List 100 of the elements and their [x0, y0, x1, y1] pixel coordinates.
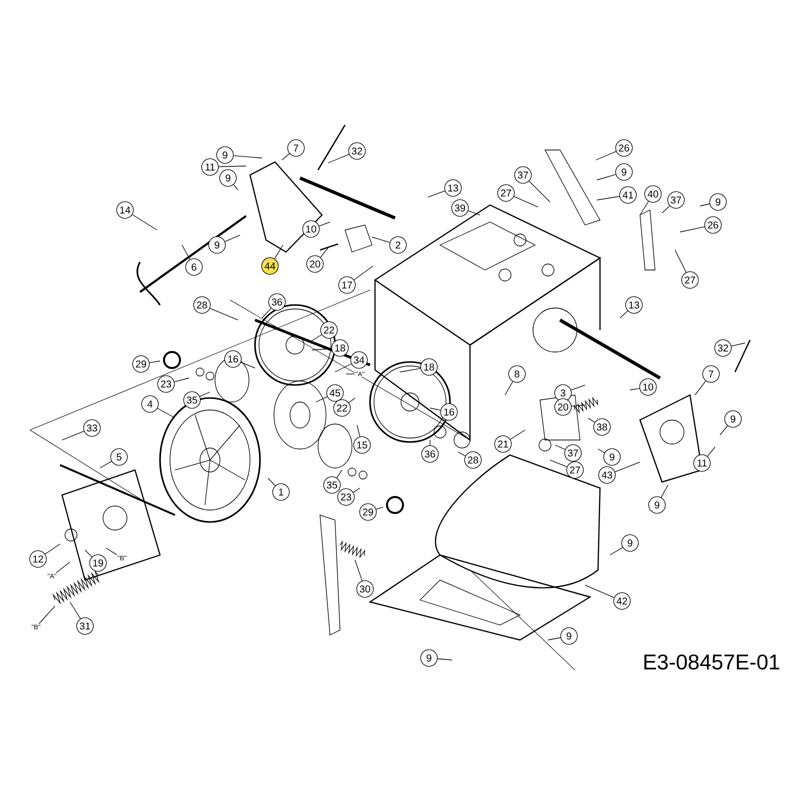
callout-number: 35 — [183, 391, 201, 409]
callout-number: 27 — [566, 461, 584, 479]
leader-line — [700, 204, 710, 206]
leader-line — [316, 396, 328, 402]
callout-number: 15 — [353, 436, 371, 454]
leader-line — [224, 234, 240, 242]
leader-line — [376, 506, 384, 510]
leader-line — [504, 381, 514, 396]
callout-number: 28 — [193, 296, 211, 314]
callout-number: 32 — [714, 339, 732, 357]
callout-number: 23 — [337, 488, 355, 506]
leader-line — [106, 548, 118, 556]
callout-number: 43 — [598, 466, 616, 484]
leader-line — [132, 214, 158, 230]
callout-number: 41 — [619, 186, 637, 204]
leader-line — [514, 196, 538, 208]
callout-number: 16 — [440, 403, 458, 421]
leader-line — [640, 201, 649, 216]
callout-number: 14 — [116, 201, 134, 219]
leader-line — [70, 602, 81, 619]
callout-number: 20 — [306, 255, 324, 273]
leader-line — [328, 154, 350, 164]
callout-number: 33 — [83, 419, 101, 437]
leader-line — [44, 544, 60, 554]
callout-number: 21 — [494, 435, 512, 453]
callout-number: 9 — [219, 169, 237, 187]
callout-number: 37 — [564, 444, 582, 462]
leader-line — [262, 308, 272, 318]
callout-number: 2 — [389, 236, 407, 254]
callout-number: 22 — [333, 399, 351, 417]
callout-number: 31 — [76, 617, 94, 635]
leader-line — [56, 562, 70, 574]
leader-line — [428, 190, 446, 198]
callout-number: 4 — [141, 395, 159, 413]
callout-number: 9 — [420, 649, 438, 667]
leader-line — [662, 206, 670, 214]
callout-number: 42 — [613, 592, 631, 610]
leader-line — [312, 348, 332, 350]
callout-number: 9 — [208, 236, 226, 254]
callout-number: 9 — [560, 627, 578, 645]
callout-number: 9 — [709, 193, 727, 211]
leader-line — [680, 226, 705, 232]
leader-line — [660, 484, 668, 498]
callout-number: 32 — [348, 142, 366, 160]
leader-line — [510, 430, 526, 440]
leader-line — [707, 446, 716, 457]
leader-line — [528, 180, 550, 202]
leader-line — [268, 478, 276, 486]
leader-line — [210, 308, 238, 320]
callout-number: 44 — [261, 257, 279, 275]
callout-number: 11 — [693, 454, 711, 472]
leader-line — [570, 384, 586, 390]
callout-number: 39 — [451, 199, 469, 217]
callout-number: 10 — [302, 220, 320, 238]
callout-number: 18 — [420, 358, 438, 376]
callout-number: 29 — [132, 355, 150, 373]
callout-number: 11 — [201, 158, 219, 176]
leader-line — [430, 408, 441, 411]
callout-number: 26 — [615, 139, 633, 157]
callout-number: 7 — [702, 365, 720, 383]
leader-line — [318, 222, 330, 226]
callout-number: 9 — [621, 534, 639, 552]
leader-line — [218, 166, 246, 168]
callout-number: 18 — [331, 339, 349, 357]
leader-line — [352, 488, 360, 493]
callout-number: 35 — [323, 476, 341, 494]
callout-number: 9 — [615, 163, 633, 181]
leader-line — [84, 550, 92, 558]
leader-line — [233, 155, 262, 158]
callout-number: 9 — [216, 146, 234, 164]
leader-line — [200, 392, 210, 397]
callout-number: 9 — [724, 410, 742, 428]
leader-line — [596, 174, 616, 180]
leader-line — [596, 151, 616, 160]
callout-number: 16 — [224, 350, 242, 368]
leader-line — [372, 236, 390, 243]
leader-line — [571, 404, 586, 407]
leader-line — [550, 460, 568, 468]
leader-line — [674, 250, 686, 273]
leader-line — [348, 398, 356, 404]
leader-line — [596, 196, 620, 200]
leader-line — [282, 153, 290, 160]
callout-number: 13 — [444, 179, 462, 197]
leader-line — [458, 452, 466, 456]
leader-line — [157, 408, 176, 418]
leader-line — [62, 430, 84, 440]
leader-line — [598, 448, 605, 454]
leader-line — [174, 378, 190, 382]
callout-number: 27 — [681, 271, 699, 289]
leader-line — [400, 368, 421, 372]
callout-number: 20 — [554, 398, 572, 416]
leader-line — [240, 362, 256, 368]
leader-line — [310, 334, 322, 342]
leader-line — [356, 424, 360, 437]
callout-number: 9 — [648, 496, 666, 514]
callout-number: 34 — [350, 351, 368, 369]
drawing-number: E3-08457E-01 — [644, 654, 780, 670]
leader-line — [468, 210, 480, 216]
callout-number: 10 — [639, 378, 657, 396]
callout-number: 30 — [356, 580, 374, 598]
